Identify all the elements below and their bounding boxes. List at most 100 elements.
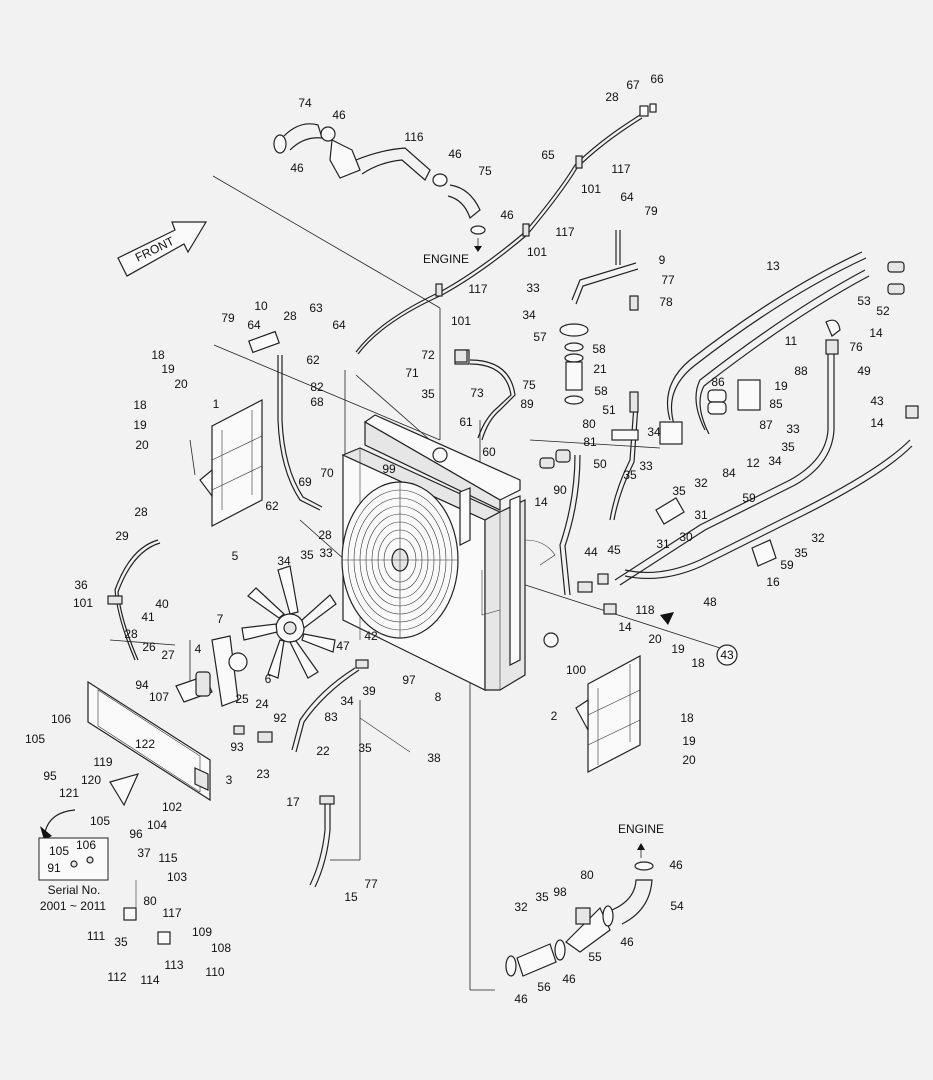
part-number-label: 116 bbox=[404, 130, 423, 144]
part-number-label: 69 bbox=[298, 475, 312, 489]
part-number-label: 54 bbox=[670, 899, 684, 913]
part-number-label: 122 bbox=[135, 737, 155, 751]
part-number-label: 45 bbox=[607, 543, 621, 557]
part-number-label: 36 bbox=[74, 578, 88, 592]
part-number-label: 49 bbox=[857, 364, 871, 378]
part-number-label: 19 bbox=[682, 734, 696, 748]
part-number-label: 35 bbox=[794, 546, 808, 560]
part-number-label: 93 bbox=[230, 740, 244, 754]
part-number-label: 32 bbox=[811, 531, 825, 545]
part-number-label: 25 bbox=[235, 692, 249, 706]
part-number-label: 117 bbox=[611, 162, 630, 176]
serial-range-label: 2001 ~ 2011 bbox=[40, 899, 107, 913]
part-number-label: 50 bbox=[593, 457, 607, 471]
part-number-label: 59 bbox=[780, 558, 794, 572]
part-number-label: 30 bbox=[679, 530, 693, 544]
part-number-label: 61 bbox=[459, 415, 473, 429]
part-number-label: 34 bbox=[647, 425, 661, 439]
pipe-21 bbox=[559, 323, 589, 405]
part-number-label: 86 bbox=[711, 375, 725, 389]
part-number-label: 75 bbox=[478, 164, 492, 178]
part-number-label: 43 bbox=[870, 394, 884, 408]
part-number-label: 117 bbox=[162, 906, 181, 920]
engine-label-bottom: ENGINE bbox=[618, 822, 664, 836]
part-number-label: 13 bbox=[766, 259, 780, 273]
part-number-label: 105 bbox=[25, 732, 45, 746]
part-number-label: 35 bbox=[421, 387, 435, 401]
part-number-label: 14 bbox=[534, 495, 548, 509]
part-number-label: 115 bbox=[158, 851, 177, 865]
part-number-label: 117 bbox=[555, 225, 574, 239]
bracket-1 bbox=[199, 399, 263, 527]
part-number-label: 14 bbox=[869, 326, 883, 340]
part-number-label: 39 bbox=[362, 684, 376, 698]
part-number-label: 33 bbox=[639, 459, 653, 473]
part-number-label: 47 bbox=[336, 639, 350, 653]
part-number-label: 59 bbox=[742, 491, 756, 505]
part-number-label: 96 bbox=[129, 827, 143, 841]
part-number-label: 51 bbox=[602, 403, 616, 417]
part-number-label: 109 bbox=[192, 925, 212, 939]
part-number-label: 31 bbox=[656, 537, 670, 551]
part-number-label: 24 bbox=[255, 697, 269, 711]
upper-hose-assembly bbox=[273, 123, 486, 252]
part-number-label: 104 bbox=[147, 818, 167, 832]
part-number-label: 20 bbox=[682, 753, 696, 767]
part-number-label: 17 bbox=[286, 795, 300, 809]
part-number-label: 46 bbox=[290, 161, 304, 175]
part-number-label: 18 bbox=[151, 348, 165, 362]
part-number-label: 46 bbox=[669, 858, 683, 872]
serial-no-label: Serial No. bbox=[48, 883, 101, 897]
part-number-label: 34 bbox=[768, 454, 782, 468]
part-number-label: 28 bbox=[134, 505, 148, 519]
fan-drive-motor bbox=[175, 635, 248, 707]
part-number-label: 6 bbox=[265, 672, 272, 686]
part-number-label: 112 bbox=[107, 970, 126, 984]
part-number-label: 94 bbox=[135, 678, 149, 692]
part-number-label: 70 bbox=[320, 466, 334, 480]
part-number-label: 19 bbox=[774, 379, 788, 393]
radiator-assembly bbox=[341, 414, 556, 691]
part-number-label: 85 bbox=[769, 397, 783, 411]
part-number-label: 67 bbox=[626, 78, 640, 92]
part-number-label: 32 bbox=[694, 476, 708, 490]
part-number-label: 1 bbox=[213, 397, 220, 411]
pipe-65 bbox=[355, 103, 657, 355]
part-number-label: 38 bbox=[427, 751, 441, 765]
part-number-label: 42 bbox=[364, 629, 378, 643]
part-number-label: 20 bbox=[135, 438, 149, 452]
part-number-label: 18 bbox=[691, 656, 705, 670]
part-number-label: 99 bbox=[382, 462, 396, 476]
part-number-label: 58 bbox=[594, 384, 608, 398]
part-number-label: 35 bbox=[623, 468, 637, 482]
part-number-label: 14 bbox=[618, 620, 632, 634]
part-number-label: 71 bbox=[405, 366, 419, 380]
lower-engine-pipes bbox=[505, 843, 654, 977]
part-number-label: 21 bbox=[593, 362, 607, 376]
part-number-label: 119 bbox=[93, 755, 112, 769]
hose-62 bbox=[248, 330, 323, 511]
part-number-label: 8 bbox=[435, 690, 442, 704]
part-number-label: 37 bbox=[137, 846, 151, 860]
part-number-label: 64 bbox=[247, 318, 261, 332]
part-number-label: 33 bbox=[526, 281, 540, 295]
part-number-label: 14 bbox=[870, 416, 884, 430]
part-number-label: 101 bbox=[73, 596, 93, 610]
part-number-label: 58 bbox=[592, 342, 606, 356]
part-number-label: 73 bbox=[470, 386, 484, 400]
part-number-label: 117 bbox=[468, 282, 487, 296]
part-number-label: 35 bbox=[300, 548, 314, 562]
part-number-label: 102 bbox=[162, 800, 182, 814]
part-number-label: 48 bbox=[703, 595, 717, 609]
part-number-label: 101 bbox=[527, 245, 547, 259]
part-number-label: 101 bbox=[451, 314, 471, 328]
fan-shroud bbox=[341, 481, 459, 639]
part-number-label: 63 bbox=[309, 301, 323, 315]
part-number-label: 110 bbox=[205, 965, 224, 979]
callout-43-label: 43 bbox=[720, 648, 734, 662]
part-number-label: 87 bbox=[759, 418, 773, 432]
part-number-label: 35 bbox=[114, 935, 128, 949]
hose-17 bbox=[309, 795, 335, 888]
part-number-label: 35 bbox=[535, 890, 549, 904]
